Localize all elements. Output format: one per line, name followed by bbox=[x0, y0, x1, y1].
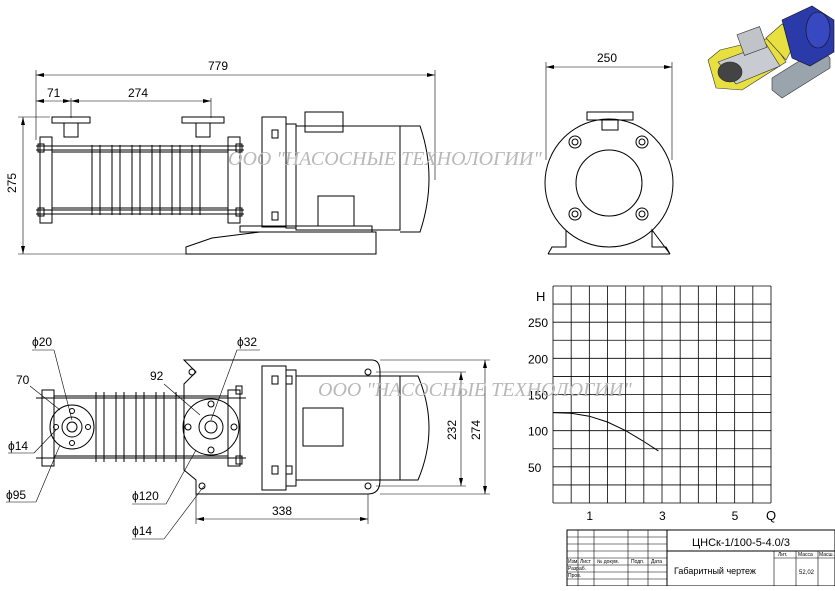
title-row-izm: Изм. bbox=[568, 559, 579, 565]
chart-x-tick: 5 bbox=[732, 509, 739, 523]
dim-274-top: 274 bbox=[469, 420, 483, 440]
title-designation: ЦНСк-1/100-5-4.0/3 bbox=[692, 537, 790, 549]
dim-d120: ϕ120 bbox=[132, 489, 159, 503]
chart-curve-hq bbox=[552, 412, 659, 452]
dim-d95: ϕ95 bbox=[6, 488, 26, 502]
watermark-top: ООО "НАСОСНЫЕ ТЕХНОЛОГИИ" bbox=[228, 148, 542, 170]
title-role-razrab: Разраб. bbox=[568, 566, 586, 572]
title-row-sign: Подп. bbox=[631, 559, 644, 565]
title-row-list: Лист bbox=[580, 559, 592, 565]
dim-71: 71 bbox=[47, 86, 61, 100]
end-view: 250 bbox=[544, 51, 674, 255]
title-row-doc: № докум. bbox=[597, 559, 619, 565]
dim-779: 779 bbox=[208, 59, 228, 73]
chart-x-tick: 1 bbox=[586, 509, 593, 523]
dim-250: 250 bbox=[597, 51, 617, 65]
title-lit-header: Лит. bbox=[778, 552, 787, 558]
dim-275: 275 bbox=[5, 173, 19, 193]
title-row-date: Дата bbox=[651, 559, 662, 565]
top-view: ϕ20 ϕ32 70 92 ϕ14 ϕ95 ϕ120 ϕ14 338 bbox=[6, 335, 490, 540]
title-mass-value: 52,02 bbox=[799, 570, 815, 576]
chart-y-tick: 100 bbox=[528, 425, 548, 439]
dim-274-front: 274 bbox=[128, 86, 148, 100]
chart-x-label: Q bbox=[766, 508, 776, 523]
chart-y-tick: 50 bbox=[528, 461, 542, 475]
title-name: Габаритный чертеж bbox=[674, 566, 756, 576]
chart-grid bbox=[552, 285, 772, 504]
chart-y-tick: 200 bbox=[528, 352, 548, 366]
dim-338: 338 bbox=[272, 504, 292, 518]
dim-232: 232 bbox=[445, 420, 459, 440]
dim-d32: ϕ32 bbox=[237, 335, 257, 349]
dim-92: 92 bbox=[150, 369, 164, 383]
watermark-bottom: ООО "НАСОСНЫЕ ТЕХНОЛОГИИ" bbox=[318, 379, 632, 401]
chart-x-tick: 3 bbox=[659, 509, 666, 523]
title-role-prov: Пров. bbox=[568, 573, 581, 579]
title-block: ЦНСк-1/100-5-4.0/3 Габаритный чертеж Лит… bbox=[566, 529, 835, 587]
chart-y-tick: 250 bbox=[528, 316, 548, 330]
dim-d14-left: ϕ14 bbox=[8, 439, 28, 453]
chart-y-tick: 150 bbox=[528, 389, 548, 403]
dim-d14-bottom: ϕ14 bbox=[132, 524, 152, 538]
front-view: 779 71 274 275 bbox=[5, 59, 436, 255]
title-scale-header: Масш. bbox=[819, 552, 834, 558]
chart-y-label: H bbox=[536, 289, 545, 304]
pump-3d-picture bbox=[707, 5, 835, 99]
dim-d20: ϕ20 bbox=[32, 335, 52, 349]
title-mass-header: Масса bbox=[798, 552, 813, 558]
dim-70: 70 bbox=[16, 373, 30, 387]
hq-chart: H Q 250 200 150 100 50 1 3 5 bbox=[528, 285, 776, 523]
